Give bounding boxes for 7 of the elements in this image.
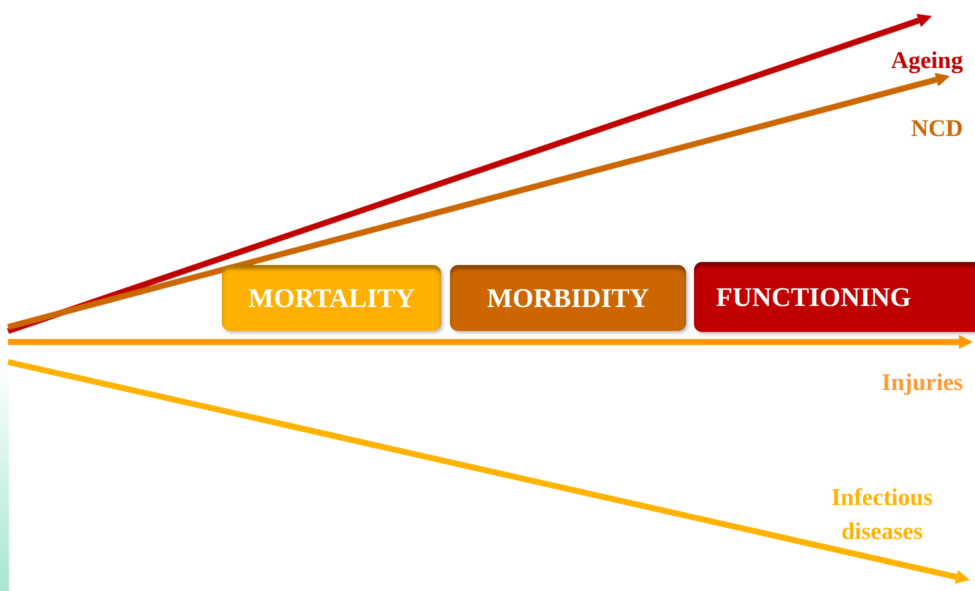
category-box: MORTALITY — [222, 265, 441, 331]
trend-label: Infectious diseases — [830, 484, 934, 547]
trend-label: Ageing — [890, 47, 963, 76]
trend-label: Injuries — [880, 369, 963, 398]
category-box: MORBIDITY — [450, 265, 686, 331]
category-box: FUNCTIONING — [694, 262, 975, 332]
trend-label: NCD — [910, 115, 963, 144]
